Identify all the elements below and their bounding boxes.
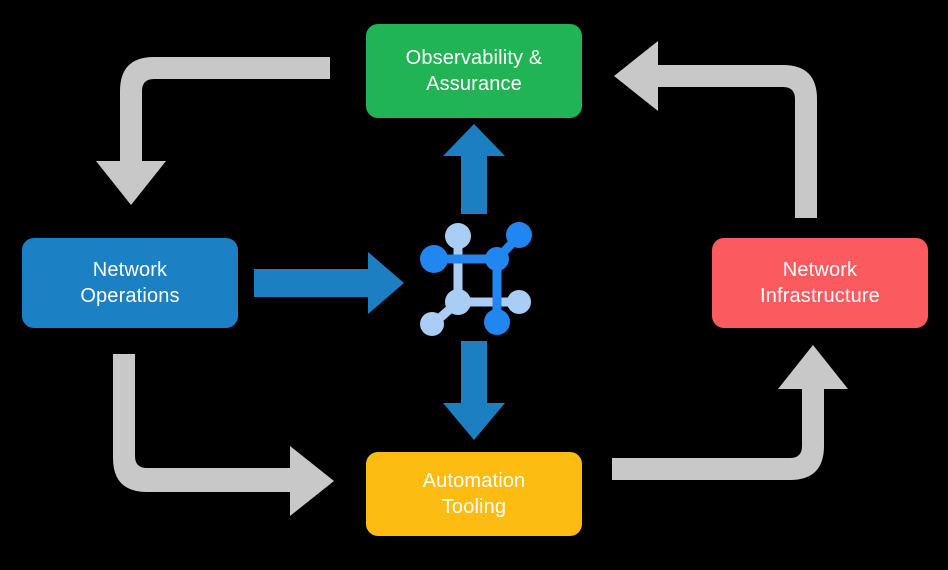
node-automation-tooling[interactable]: Automation Tooling [366,452,582,536]
connector-infrastructure-to-observability [614,41,817,218]
node-observability-assurance[interactable]: Observability & Assurance [366,24,582,118]
connector-operations-to-automation [113,354,334,516]
node-network-infrastructure[interactable]: Network Infrastructure [712,238,928,328]
connector-automation-to-infrastructure [612,345,848,480]
connector-center-to-observability [443,124,505,214]
network-mesh-icon [420,222,532,336]
connector-operations-to-center [254,252,404,314]
mesh-bright-nodes [420,222,532,335]
connector-observability-to-operations [96,57,330,205]
node-network-operations[interactable]: Network Operations [22,238,238,328]
mesh-light-nodes [420,223,531,336]
connector-center-to-automation [443,341,505,440]
